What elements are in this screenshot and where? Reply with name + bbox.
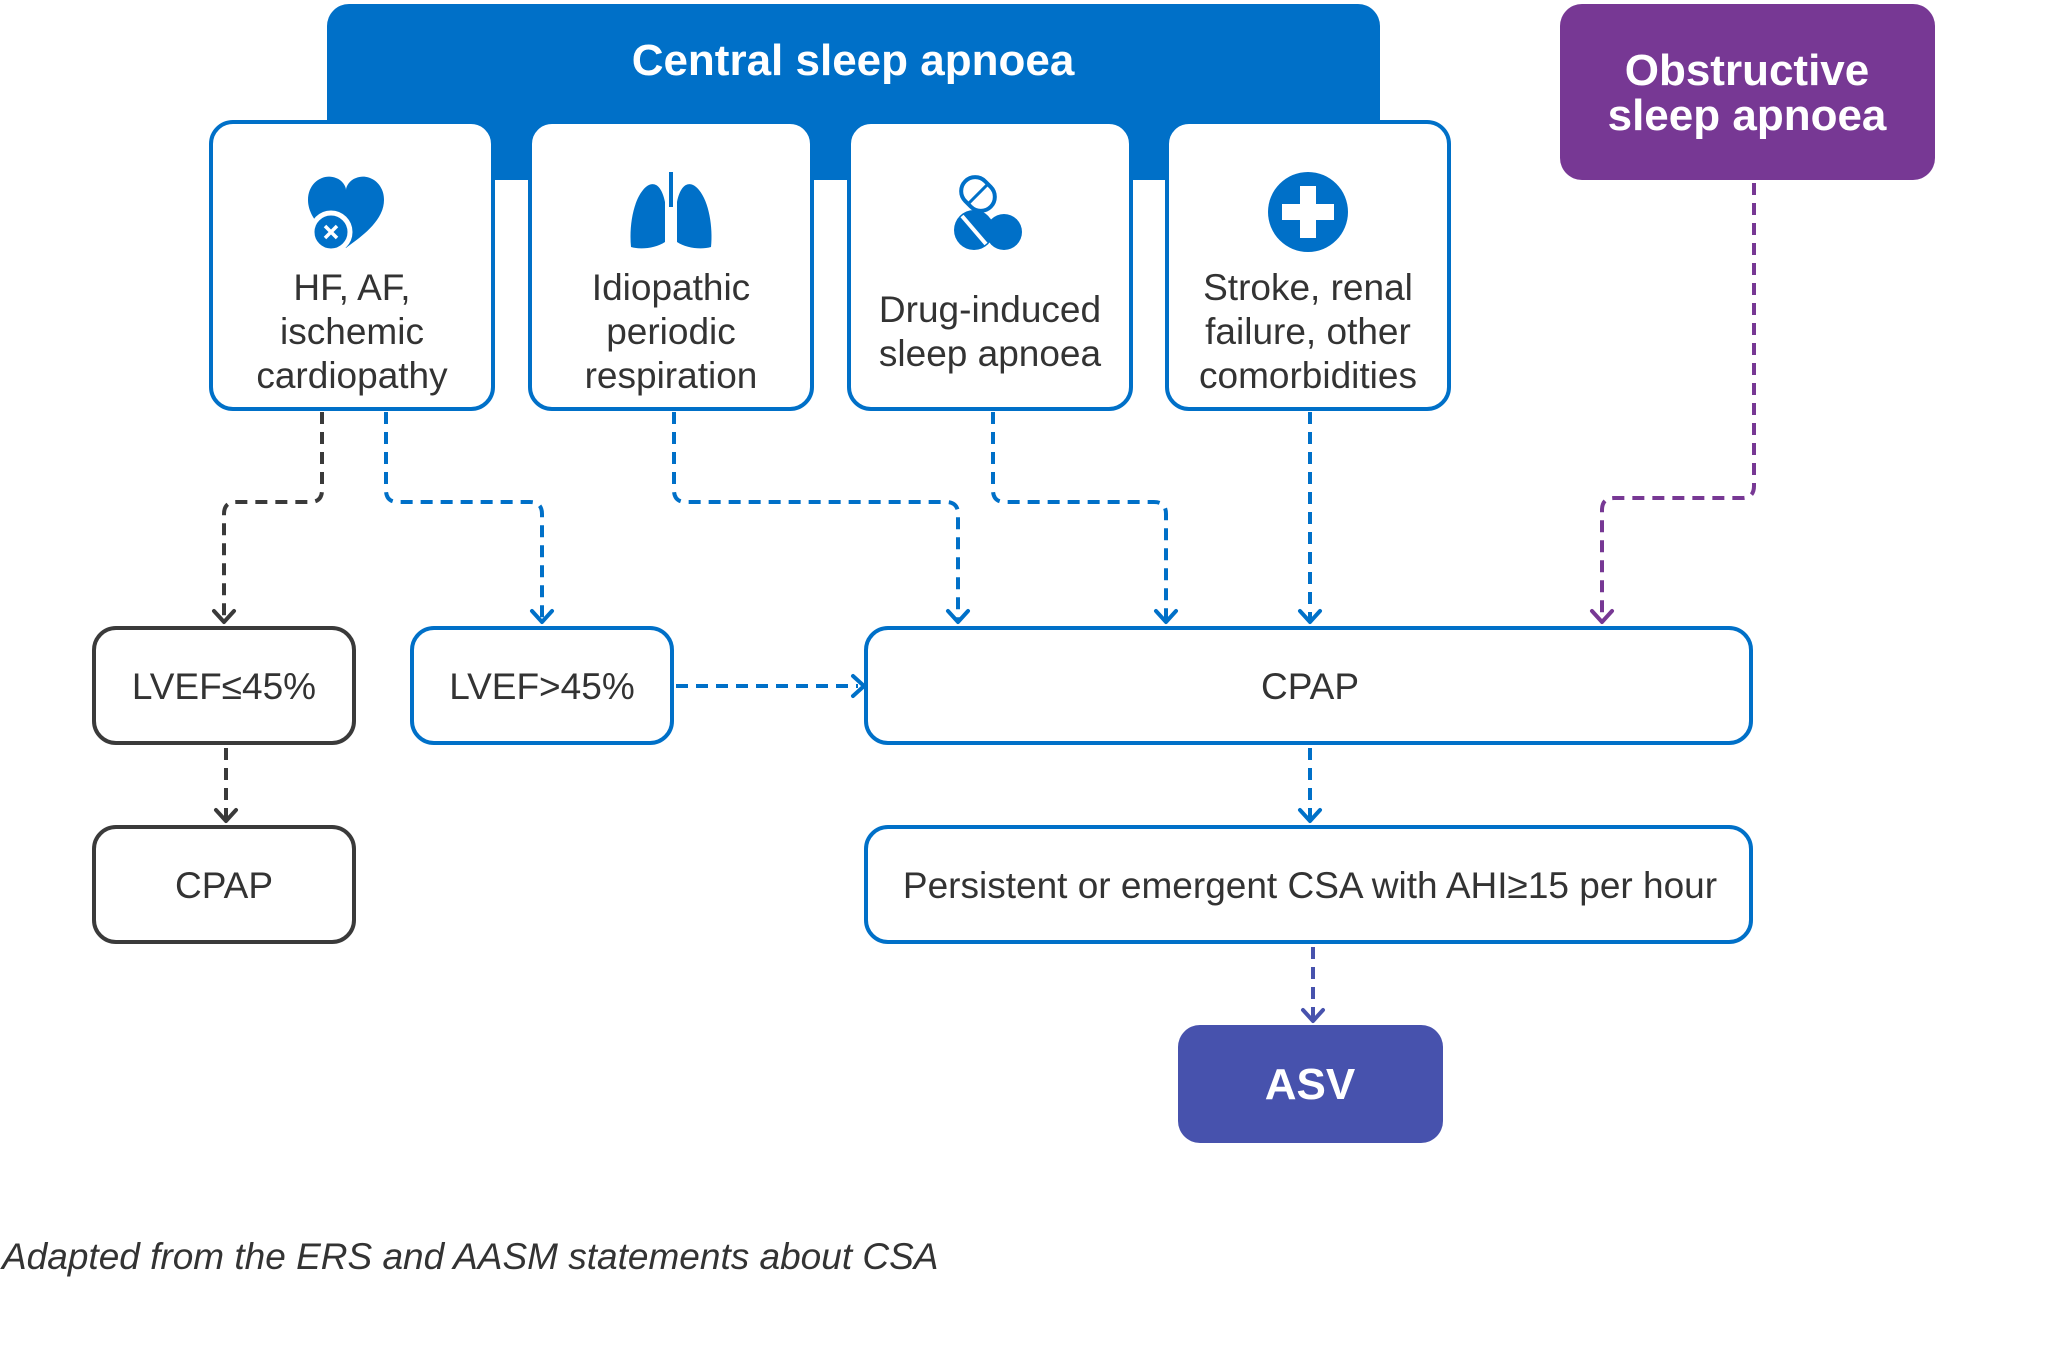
- connectors: [222, 183, 1756, 1018]
- node-lvef-high-label: LVEF>45%: [449, 666, 634, 707]
- category-box-comorbidities: Stroke, renal failure, other comorbiditi…: [1165, 120, 1451, 411]
- node-lvef-low: LVEF≤45%: [92, 626, 356, 745]
- medical-cross-icon: [1268, 172, 1348, 252]
- connector-obstructive-to-cpap: [1600, 183, 1756, 620]
- lungs-icon: [630, 172, 712, 249]
- obstructive-sleep-apnoea-header: Obstructive sleep apnoea: [1560, 4, 1935, 180]
- connector-drug-to-cpap: [991, 412, 1168, 620]
- arrowhead-lvef-low: [212, 609, 236, 624]
- node-cpap-main-label: CPAP: [1261, 666, 1359, 707]
- obstructive-header-line1: Obstructive: [1625, 46, 1870, 95]
- category-drug-line2: sleep apnoea: [879, 333, 1102, 374]
- category-idiopathic-line3: respiration: [585, 355, 758, 396]
- arrowhead-lvef-high-right: [851, 674, 866, 698]
- category-cardiac-line3: cardiopathy: [256, 355, 448, 396]
- connector-idiopathic-to-cpap: [672, 412, 960, 620]
- connector-cardiac-to-lvef-high: [384, 412, 544, 620]
- pills-icon: [954, 175, 1022, 250]
- arrowhead-cpap-left: [214, 808, 238, 823]
- arrowhead-asv: [1301, 1008, 1325, 1023]
- category-cardiac-line2: ischemic: [280, 311, 424, 352]
- category-comorbidities-line3: comorbidities: [1199, 355, 1417, 396]
- source-caption: Adapted from the ERS and AASM statements…: [2, 1236, 939, 1277]
- node-cpap-main: CPAP: [864, 626, 1753, 745]
- central-header-label: Central sleep apnoea: [632, 36, 1075, 85]
- node-asv: ASV: [1178, 1025, 1443, 1143]
- category-box-drug: Drug-induced sleep apnoea: [847, 120, 1133, 411]
- category-box-idiopathic: Idiopathic periodic respiration: [528, 120, 814, 411]
- category-cardiac-line1: HF, AF,: [293, 267, 410, 308]
- category-box-cardiac: HF, AF, ischemic cardiopathy: [209, 120, 495, 411]
- node-lvef-high: LVEF>45%: [410, 626, 674, 745]
- arrowhead-drug: [1154, 609, 1178, 624]
- arrowhead-idiopathic: [946, 609, 970, 624]
- category-idiopathic-line1: Idiopathic: [592, 267, 750, 308]
- node-asv-label: ASV: [1265, 1060, 1356, 1109]
- category-idiopathic-line2: periodic: [606, 311, 736, 352]
- connector-cardiac-to-lvef-low: [222, 412, 324, 620]
- arrowheads: [212, 609, 1614, 1023]
- arrowhead-lvef-high: [530, 609, 554, 624]
- node-persistent-csa-label: Persistent or emergent CSA with AHI≥15 p…: [903, 865, 1717, 906]
- node-cpap-left: CPAP: [92, 825, 356, 944]
- node-lvef-low-label: LVEF≤45%: [132, 666, 316, 707]
- arrowhead-obstructive: [1590, 609, 1614, 624]
- category-comorbidities-line2: failure, other: [1205, 311, 1411, 352]
- category-drug-line1: Drug-induced: [879, 289, 1101, 330]
- node-cpap-left-label: CPAP: [175, 865, 273, 906]
- category-comorbidities-line1: Stroke, renal: [1203, 267, 1413, 308]
- arrowhead-persistent: [1298, 808, 1322, 823]
- obstructive-header-line2: sleep apnoea: [1608, 91, 1887, 140]
- arrowhead-comorbidities: [1298, 609, 1322, 624]
- heart-icon: [308, 176, 384, 254]
- node-persistent-csa: Persistent or emergent CSA with AHI≥15 p…: [864, 825, 1753, 944]
